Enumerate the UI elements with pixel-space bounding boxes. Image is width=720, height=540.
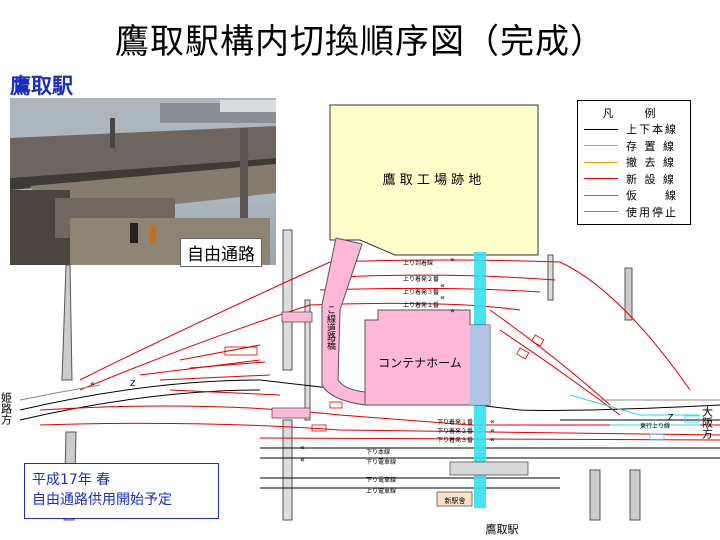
svg-text:«: «	[440, 281, 445, 290]
legend-item: 上下本線	[578, 121, 690, 138]
new-tracks	[39, 259, 720, 441]
opening-note: 平成17年 春 自由通路供用開始予定	[24, 463, 219, 519]
new-station-label: 新駅舎	[445, 496, 466, 505]
legend: 凡 例 上下本線 存 置 線 撤 去 線 新 設 線 仮 線 使用停止	[577, 100, 691, 225]
svg-text:«: «	[450, 306, 455, 315]
svg-text:Z: Z	[130, 379, 136, 388]
legend-item: 仮 線	[578, 187, 690, 204]
track-label: 下り本線	[366, 448, 390, 456]
track-label: 上り着発１番	[403, 301, 439, 309]
track-label: 下り着発１番	[437, 418, 473, 426]
station-photo	[10, 98, 276, 265]
east-direction: 大阪方	[701, 405, 714, 439]
station-label: 鷹取駅	[486, 522, 519, 536]
track-label: 下り電車線	[366, 476, 396, 484]
disused-tracks	[19, 384, 720, 401]
legend-item: 撤 去 線	[578, 154, 690, 171]
svg-text:«: «	[490, 435, 495, 444]
track-label: 上り電車線	[366, 487, 396, 495]
photo-caption: 自由通路	[180, 238, 262, 267]
container-home-label: コンテナホーム	[378, 356, 462, 370]
svg-text:»: »	[450, 255, 455, 264]
track-label: 上り到着線	[403, 259, 433, 267]
track-label: 上り着発２番	[403, 275, 439, 283]
svg-text:«: «	[490, 417, 495, 426]
track-label: 下り着発３番	[437, 436, 473, 444]
bridge-label: こ線道路橋	[325, 305, 336, 351]
legend-item: 使用停止	[578, 204, 690, 221]
svg-text:«: «	[490, 426, 495, 435]
track-label: 上り着発３番	[403, 288, 439, 296]
legend-item: 存 置 線	[578, 138, 690, 155]
note-line-1: 平成17年 春	[32, 472, 111, 488]
note-line-2: 自由通路供用開始予定	[32, 492, 172, 508]
page-title: 鷹取駅構内切換順序図（完成）	[115, 22, 605, 62]
svg-text:«: «	[300, 455, 305, 464]
legend-item: 新 設 線	[578, 171, 690, 188]
svg-text:«: «	[440, 293, 445, 302]
west-direction: 姫路方	[0, 391, 13, 425]
factory-site	[329, 104, 539, 256]
svg-text:Z: Z	[668, 413, 674, 422]
svg-text:«: «	[90, 379, 95, 388]
factory-label: 鷹 取 工 場 跡 地	[383, 172, 482, 188]
track-label: 下り着発２番	[437, 427, 473, 435]
stored-tracks	[569, 394, 700, 426]
photo-label: 鷹取駅	[10, 74, 73, 98]
svg-text:«: «	[300, 443, 305, 452]
track-label: 東行上り線	[640, 422, 670, 430]
legend-title: 凡 例	[602, 107, 666, 120]
main-lines	[19, 379, 720, 489]
track-label: 下り電車線	[366, 458, 396, 466]
